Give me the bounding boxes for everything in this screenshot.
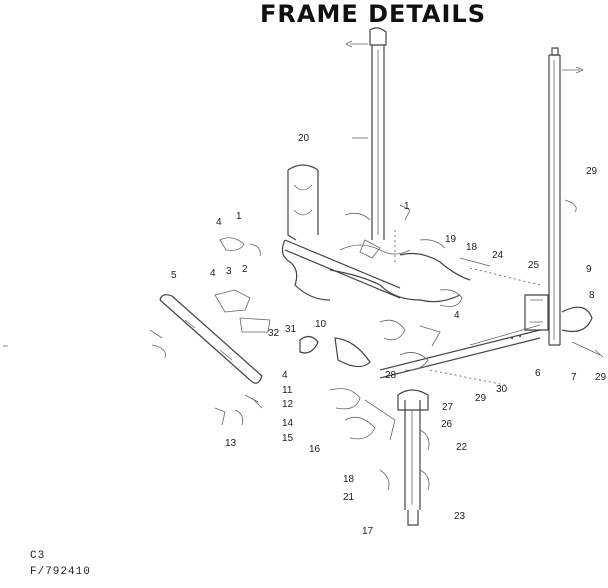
callout-4: 4 — [216, 217, 222, 228]
callout-20: 20 — [298, 133, 310, 144]
callout-4: 4 — [282, 370, 288, 381]
diagram-title: FRAME DETAILS — [260, 0, 486, 28]
callout-19: 19 — [445, 234, 457, 245]
left-slide-rail — [149, 294, 263, 409]
lower-diagonal-arm — [379, 294, 549, 386]
callout-5: 5 — [171, 270, 177, 281]
callout-25: 25 — [528, 260, 540, 271]
callout-1: 1 — [236, 211, 242, 222]
right-upright-post — [548, 47, 604, 358]
callout-16: 16 — [309, 444, 321, 455]
callout-15: 15 — [282, 433, 294, 444]
callout-4: 4 — [454, 310, 460, 321]
drawing-code-line1: C3 — [30, 550, 46, 562]
callout-27: 27 — [442, 402, 454, 413]
callout-29: 29 — [595, 372, 607, 383]
lower-left-linkage — [214, 388, 396, 491]
callout-10: 10 — [315, 319, 327, 330]
callout-29: 29 — [586, 166, 598, 177]
callout-26: 26 — [441, 419, 453, 430]
left-small-parts — [214, 237, 271, 333]
callout-11: 11 — [282, 385, 293, 396]
callout-18: 18 — [343, 474, 355, 485]
callout-31: 31 — [285, 324, 297, 335]
callout-17: 17 — [362, 526, 374, 537]
callout-4: 4 — [210, 268, 216, 279]
left-bracket — [287, 164, 319, 241]
callout-3: 3 — [226, 266, 232, 277]
callout-24: 24 — [492, 250, 504, 261]
callout-30: 30 — [496, 384, 508, 395]
callout-7: 7 — [571, 372, 577, 383]
drawing-code-line2: F/792410 — [30, 566, 91, 578]
callout-6: 6 — [535, 368, 541, 379]
callout-2: 2 — [242, 264, 248, 275]
callout-23: 23 — [454, 511, 466, 522]
callout-14: 14 — [282, 418, 294, 429]
lower-vertical-post — [397, 389, 430, 526]
center-subassembly — [299, 319, 441, 368]
callout-22: 22 — [456, 442, 468, 453]
callout-32: 32 — [268, 328, 280, 339]
callout-13: 13 — [225, 438, 237, 449]
main-cross-frame — [281, 204, 541, 307]
callout-29: 29 — [475, 393, 487, 404]
callout-12: 12 — [282, 399, 294, 410]
callout-9: 9 — [586, 264, 592, 275]
callout-21: 21 — [343, 492, 355, 503]
center-column — [345, 27, 387, 240]
callout-28: 28 — [385, 370, 397, 381]
callout-8: 8 — [589, 290, 595, 301]
callout-1: 1 — [404, 201, 410, 212]
callout-18: 18 — [466, 242, 478, 253]
